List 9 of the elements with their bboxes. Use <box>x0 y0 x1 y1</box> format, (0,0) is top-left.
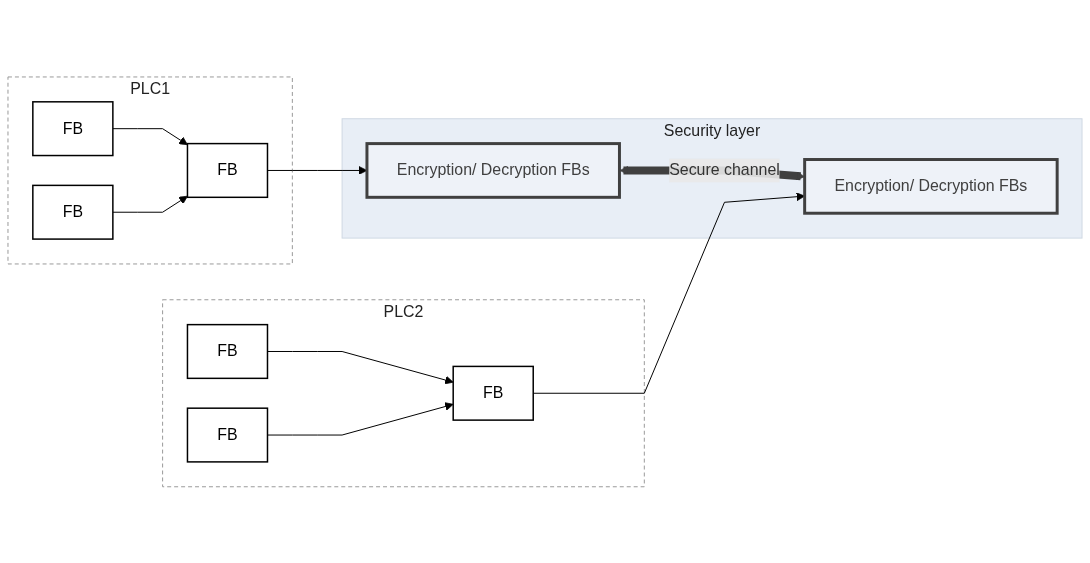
node-box: FB <box>452 365 534 421</box>
node-box: FB <box>186 407 269 463</box>
edge-label: Secure channel <box>669 161 780 179</box>
node-box: Encryption/ Decryption FBs <box>803 157 1059 215</box>
node-box: FB <box>186 142 269 198</box>
node-box: FB <box>32 184 114 240</box>
node-box: FB <box>186 323 269 379</box>
node-box: Encryption/ Decryption FBs <box>365 141 621 199</box>
node-box: FB <box>32 100 114 156</box>
